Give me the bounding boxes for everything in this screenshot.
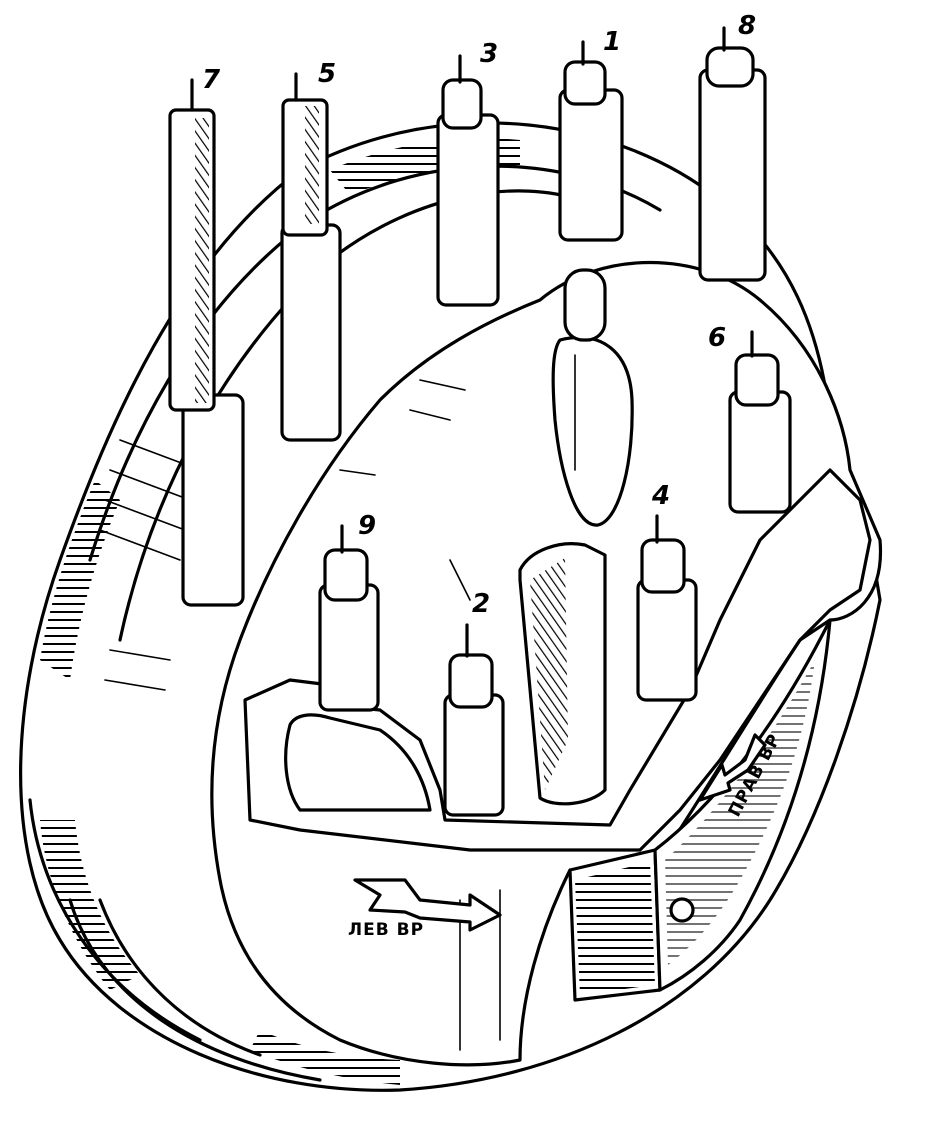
label-pin-4: 4	[651, 481, 670, 511]
label-pin-5: 5	[318, 59, 336, 89]
direction-left-text: ЛЕВ ВР	[348, 920, 424, 940]
pin-8	[698, 26, 767, 282]
label-pin-2: 2	[472, 589, 490, 619]
pin-5	[280, 72, 342, 442]
pin-2	[443, 623, 505, 817]
pin-9	[318, 524, 380, 712]
label-pin-8: 8	[738, 11, 756, 41]
label-pin-6: 6	[708, 323, 726, 353]
arrow-left-direction: ЛЕВ ВР	[348, 878, 502, 940]
pin-labels: 1 2 3 4 5 6 7 8 9	[202, 11, 756, 619]
pin-7	[168, 78, 245, 607]
label-pin-7: 7	[202, 65, 221, 95]
label-pin-1: 1	[603, 27, 621, 57]
pin-6	[728, 330, 792, 514]
guide-key	[551, 268, 634, 527]
pin-4	[636, 514, 698, 702]
center-key	[518, 542, 607, 806]
label-pin-9: 9	[358, 511, 376, 541]
pin-1	[558, 40, 624, 242]
pin-3	[436, 54, 500, 307]
label-pin-3: 3	[480, 39, 498, 69]
